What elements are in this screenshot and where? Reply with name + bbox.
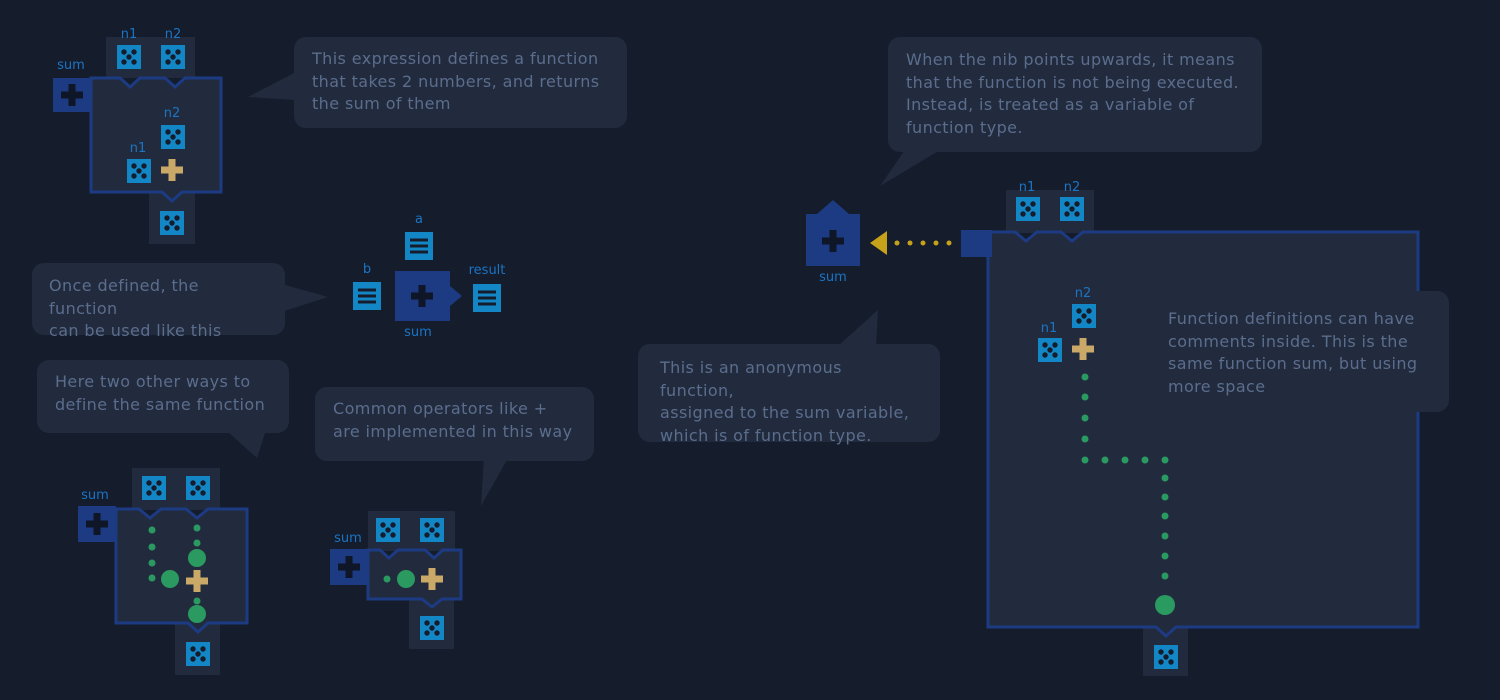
function-definition-diagram: sum n1 n2 n2 n1	[53, 27, 223, 244]
sum-label: sum	[334, 531, 362, 546]
sum-label: sum	[57, 58, 85, 73]
bubble-text: This is an anonymous function, assigned …	[660, 358, 910, 445]
result-label: result	[469, 263, 506, 278]
bubble-text: Function definitions can have comments i…	[1168, 309, 1418, 396]
bubble-tails	[226, 72, 1150, 506]
bubble-text: Once defined, the function can be used l…	[49, 276, 222, 340]
number-dice-icon	[1038, 338, 1062, 362]
bubble-text: When the nib points upwards, it means th…	[906, 50, 1240, 137]
dataflow-path	[1081, 373, 1175, 615]
list-lines-icon	[353, 282, 381, 310]
b-label: b	[363, 262, 371, 277]
n2-label: n2	[1075, 286, 1092, 301]
function-header	[961, 230, 992, 257]
n2-label: n2	[165, 27, 182, 42]
sum-label: sum	[819, 270, 847, 285]
speech-bubble-comments: Function definitions can have comments i…	[1149, 291, 1449, 412]
number-dice-icon	[1060, 197, 1084, 221]
number-dice-icon	[1072, 304, 1096, 328]
list-lines-icon	[405, 232, 433, 260]
speech-bubble-nib: When the nib points upwards, it means th…	[888, 37, 1262, 152]
number-dice-icon	[1154, 645, 1178, 669]
speech-bubble-operators: Common operators like + are implemented …	[315, 387, 594, 461]
number-dice-icon	[161, 45, 185, 69]
n1-label: n1	[130, 141, 147, 156]
number-dice-icon	[142, 476, 166, 500]
arrow-left-icon	[870, 231, 887, 255]
speech-bubble-anonymous: This is an anonymous function, assigned …	[638, 344, 940, 445]
n1-label: n1	[1019, 180, 1036, 195]
n2-label: n2	[164, 106, 181, 121]
number-dice-icon	[420, 518, 444, 542]
function-variant-dataflow-diagram: sum	[78, 468, 249, 675]
n1-label: n1	[121, 27, 138, 42]
speech-bubble-usage: Once defined, the function can be used l…	[32, 263, 285, 340]
n1-label: n1	[1041, 321, 1058, 336]
number-dice-icon	[420, 616, 444, 640]
bubble-text: Common operators like + are implemented …	[333, 399, 573, 441]
number-dice-icon	[186, 642, 210, 666]
function-usage-diagram: a b result sum	[353, 212, 505, 340]
list-lines-icon	[473, 284, 501, 312]
n2-label: n2	[1064, 180, 1081, 195]
number-dice-icon	[117, 45, 141, 69]
function-variable-diagram: sum	[806, 200, 952, 285]
number-dice-icon	[160, 211, 184, 235]
bubble-text: This expression defines a function that …	[312, 49, 600, 113]
sum-label: sum	[81, 488, 109, 503]
expanded-function-diagram: n1 n2 n2 n1	[961, 180, 1420, 676]
speech-bubble-expression: This expression defines a function that …	[294, 37, 627, 128]
number-dice-icon	[161, 125, 185, 149]
operator-definition-diagram: sum	[330, 511, 463, 649]
number-dice-icon	[127, 159, 151, 183]
number-dice-icon	[1016, 197, 1040, 221]
function-body	[89, 76, 223, 204]
function-body	[114, 507, 249, 635]
sum-label: sum	[404, 325, 432, 340]
speech-bubble-two-ways: Here two other ways to define the same f…	[37, 360, 289, 433]
number-dice-icon	[376, 518, 400, 542]
a-label: a	[415, 212, 423, 227]
number-dice-icon	[186, 476, 210, 500]
bubble-text: Here two other ways to define the same f…	[55, 372, 266, 414]
